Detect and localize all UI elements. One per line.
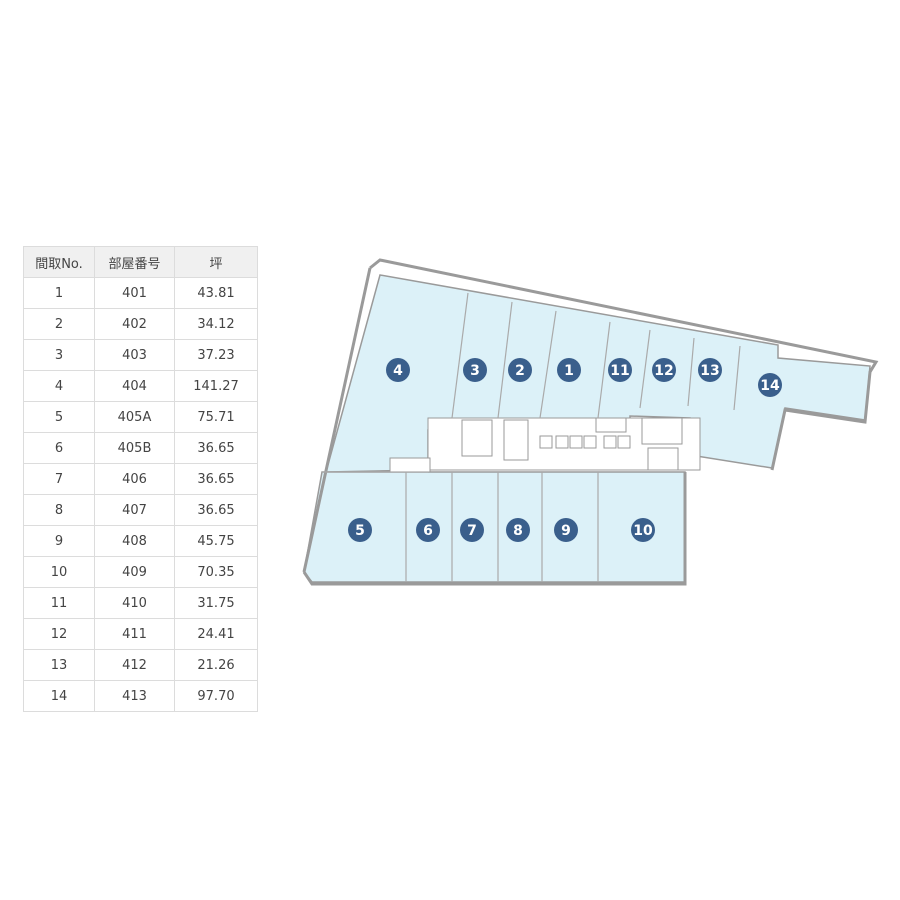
badge-room-12: 12	[652, 358, 676, 382]
cell-tsubo: 43.81	[174, 277, 258, 309]
cell-room-number: 402	[94, 308, 175, 340]
badge-label: 1	[564, 363, 574, 379]
cell-layout-no: 7	[23, 463, 95, 495]
badge-label: 13	[700, 363, 719, 379]
cell-layout-no: 14	[23, 680, 95, 712]
badge-label: 8	[513, 523, 523, 539]
badge-room-11: 11	[608, 358, 632, 382]
header-layout-no: 間取No.	[23, 246, 95, 278]
badge-room-3: 3	[463, 358, 487, 382]
badge-label: 4	[393, 363, 403, 379]
cell-layout-no: 1	[23, 277, 95, 309]
badge-label: 14	[760, 378, 780, 394]
cell-tsubo: 45.75	[174, 525, 258, 557]
cell-room-number: 413	[94, 680, 175, 712]
cell-tsubo: 34.12	[174, 308, 258, 340]
cell-layout-no: 5	[23, 401, 95, 433]
cell-tsubo: 37.23	[174, 339, 258, 371]
cell-layout-no: 6	[23, 432, 95, 464]
cell-tsubo: 97.70	[174, 680, 258, 712]
badge-room-9: 9	[554, 518, 578, 542]
cell-room-number: 412	[94, 649, 175, 681]
badge-label: 9	[561, 523, 571, 539]
cell-layout-no: 8	[23, 494, 95, 526]
cell-room-number: 408	[94, 525, 175, 557]
partition-walls	[322, 292, 741, 582]
badge-label: 2	[515, 363, 525, 379]
cell-room-number: 403	[94, 339, 175, 371]
cell-layout-no: 2	[23, 308, 95, 340]
badge-label: 3	[470, 363, 480, 379]
badge-label: 5	[355, 523, 365, 539]
badge-label: 11	[610, 363, 629, 379]
badge-room-4: 4	[386, 358, 410, 382]
cell-room-number: 407	[94, 494, 175, 526]
cell-room-number: 409	[94, 556, 175, 588]
badge-label: 10	[633, 523, 653, 539]
badge-room-10: 10	[631, 518, 655, 542]
cell-tsubo: 36.65	[174, 432, 258, 464]
cell-tsubo: 75.71	[174, 401, 258, 433]
badge-room-7: 7	[460, 518, 484, 542]
cell-layout-no: 13	[23, 649, 95, 681]
cell-tsubo: 31.75	[174, 587, 258, 619]
badge-room-8: 8	[506, 518, 530, 542]
badge-label: 7	[467, 523, 477, 539]
cell-tsubo: 36.65	[174, 494, 258, 526]
table-header-row: 間取No. 部屋番号 坪	[23, 246, 258, 278]
cell-room-number: 410	[94, 587, 175, 619]
badge-label: 12	[654, 363, 673, 379]
cell-tsubo: 21.26	[174, 649, 258, 681]
badge-room-2: 2	[508, 358, 532, 382]
badge-room-14: 14	[758, 373, 782, 397]
cell-tsubo: 141.27	[174, 370, 258, 402]
badge-room-13: 13	[698, 358, 722, 382]
badge-room-1: 1	[557, 358, 581, 382]
building-core	[389, 417, 701, 473]
badge-room-5: 5	[348, 518, 372, 542]
badge-label: 6	[423, 523, 433, 539]
outer-wall	[302, 258, 879, 586]
cell-room-number: 404	[94, 370, 175, 402]
badge-room-6: 6	[416, 518, 440, 542]
